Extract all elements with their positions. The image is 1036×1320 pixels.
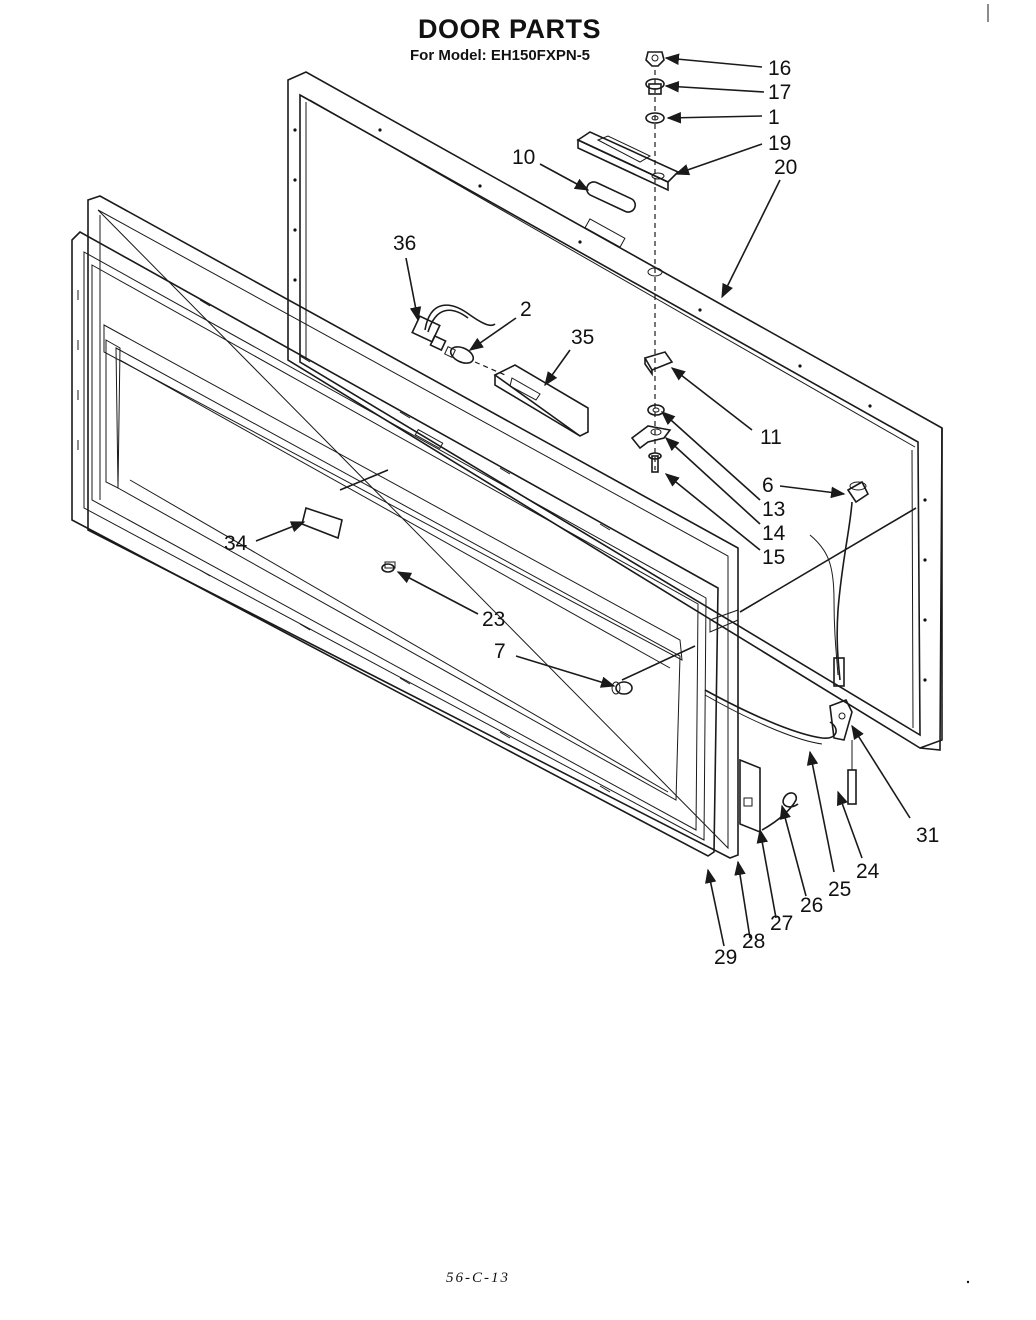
callout-13: 13 (762, 498, 785, 521)
panel-edge-slots (77, 290, 611, 793)
callout-14: 14 (762, 522, 786, 545)
callout-19: 19 (768, 132, 791, 155)
heater-wire-part-25 (704, 689, 837, 745)
handle-leader (339, 469, 389, 491)
hinge-bracket-part-11 (643, 351, 674, 377)
callout-6: 6 (762, 474, 774, 497)
diagram-title: DOOR PARTS (418, 14, 602, 44)
callout-17: 17 (768, 81, 791, 104)
connector-part-24 (847, 740, 857, 805)
callout-34: 34 (224, 532, 248, 555)
callout-23: 23 (482, 608, 505, 631)
gasket-part-10 (585, 181, 637, 213)
door-liner-frame (287, 71, 943, 751)
plate-part-27 (739, 758, 761, 834)
clip-part-26 (761, 792, 799, 831)
screw-part-15 (648, 452, 662, 473)
scan-marks (966, 4, 989, 1284)
callout-20: 20 (774, 156, 797, 179)
light-bulb-part-2 (444, 346, 475, 364)
frame-screw-holes (293, 128, 927, 682)
callout-16: 16 (768, 57, 791, 80)
callout-2: 2 (520, 298, 532, 321)
model-number: For Model: EH150FXPN-5 (410, 47, 591, 64)
bolt-part-16 (645, 51, 665, 67)
wiring-assembly (704, 480, 917, 834)
hinge-hole (647, 267, 663, 277)
door-outer-panel (71, 231, 719, 857)
callout-26: 26 (800, 894, 823, 917)
light-socket-part-36 (411, 315, 447, 352)
wire-nut-part-6 (846, 480, 870, 504)
callout-27: 27 (770, 912, 793, 935)
callout-29: 29 (714, 946, 737, 969)
callout-25: 25 (828, 878, 851, 901)
light-assembly (411, 304, 589, 437)
callout-24: 24 (856, 860, 880, 883)
callout-11: 11 (760, 426, 782, 449)
plug-part-7 (611, 681, 633, 695)
hinge-cover-part-19 (576, 131, 680, 192)
callout-15: 15 (762, 546, 785, 569)
light-shield-part-35 (493, 364, 589, 437)
callout-10: 10 (512, 146, 535, 169)
page-code: 56-C-13 (446, 1270, 510, 1286)
switch-part-31 (829, 698, 853, 741)
bushing-part-17 (645, 78, 665, 95)
washer-part-1 (645, 112, 665, 124)
hinge-plate-part-14 (630, 425, 672, 450)
callout-1: 1 (768, 106, 780, 129)
callout-28: 28 (742, 930, 765, 953)
label-part-34 (301, 506, 343, 540)
leader-lines (255, 53, 911, 947)
screw-part-23 (381, 561, 396, 573)
hinge-assembly (576, 51, 680, 473)
washer-part-13 (647, 404, 665, 416)
callout-labels: 16 17 1 19 20 10 36 2 35 11 6 13 14 15 3… (224, 57, 939, 969)
callout-7: 7 (494, 640, 506, 663)
callout-35: 35 (571, 326, 594, 349)
callout-36: 36 (393, 232, 416, 255)
callout-31: 31 (916, 824, 939, 847)
plug-leader (621, 645, 696, 681)
